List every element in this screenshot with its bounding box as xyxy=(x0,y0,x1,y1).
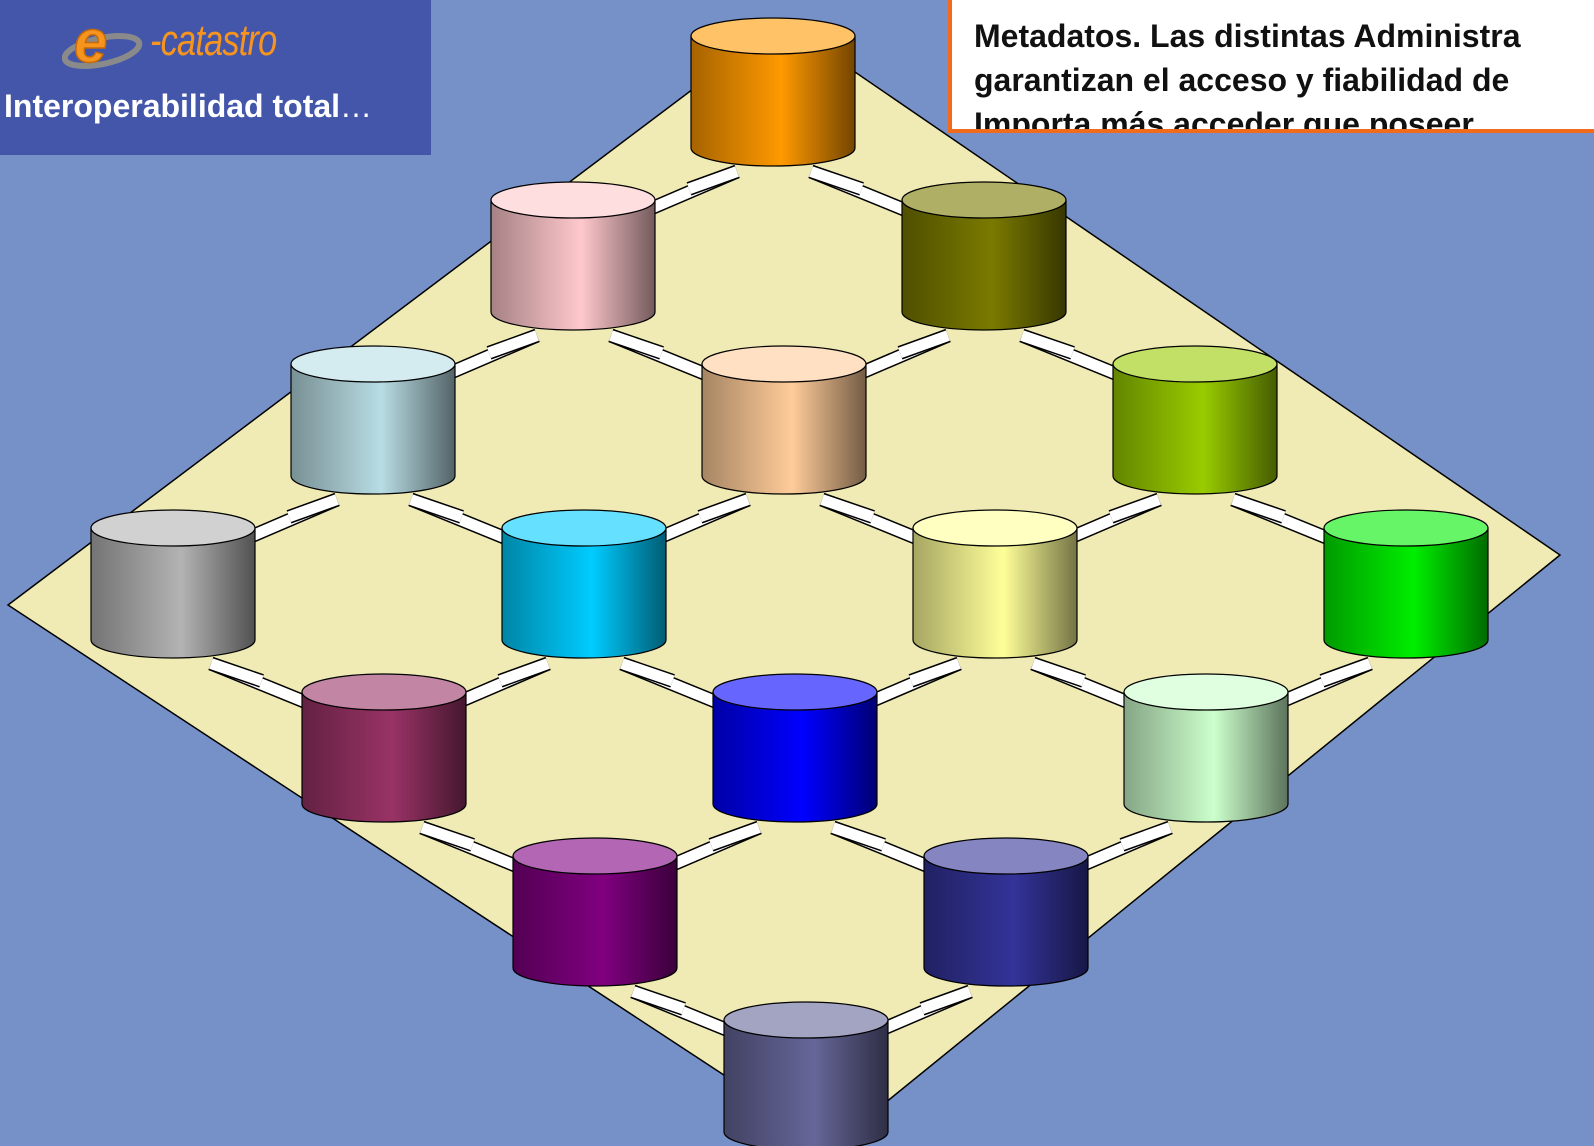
cylinder-body xyxy=(1113,364,1277,494)
cylinder-body xyxy=(491,200,655,330)
database-node xyxy=(1324,510,1488,658)
database-node xyxy=(702,346,866,494)
slogan-text: Interoperabilidad total xyxy=(4,88,340,124)
cylinder-top xyxy=(1124,674,1288,710)
cylinder-top xyxy=(91,510,255,546)
callout-line: Importa más acceder que poseer. xyxy=(974,102,1520,133)
cylinder-top xyxy=(291,346,455,382)
cylinder-body xyxy=(724,1020,888,1146)
database-node xyxy=(913,510,1077,658)
slogan: Interoperabilidad total… xyxy=(4,88,372,125)
cylinder-top xyxy=(691,18,855,54)
cylinder-body xyxy=(1124,692,1288,822)
cylinder-top xyxy=(502,510,666,546)
database-node xyxy=(691,18,855,166)
database-node xyxy=(491,182,655,330)
slogan-ellipsis: … xyxy=(340,88,372,124)
svg-text:e: e xyxy=(74,18,107,72)
cylinder-top xyxy=(302,674,466,710)
logo-panel: e -catastro Interoperabilidad total… xyxy=(0,0,431,155)
cylinder-top xyxy=(924,838,1088,874)
callout-box: Metadatos. Las distintas Administra gara… xyxy=(948,0,1594,133)
cylinder-top xyxy=(513,838,677,874)
cylinder-body xyxy=(924,856,1088,986)
cylinder-body xyxy=(902,200,1066,330)
callout-line: Metadatos. Las distintas Administra xyxy=(974,14,1520,58)
database-node xyxy=(724,1002,888,1146)
callout-line: garantizan el acceso y fiabilidad de xyxy=(974,58,1520,102)
cylinder-top xyxy=(713,674,877,710)
cylinder-top xyxy=(724,1002,888,1038)
brand-name: -catastro xyxy=(150,16,276,66)
cylinder-body xyxy=(1324,528,1488,658)
database-node xyxy=(1113,346,1277,494)
cylinder-body xyxy=(291,364,455,494)
database-node xyxy=(713,674,877,822)
database-node xyxy=(291,346,455,494)
database-node xyxy=(302,674,466,822)
cylinder-body xyxy=(913,528,1077,658)
database-node xyxy=(902,182,1066,330)
database-node xyxy=(91,510,255,658)
e-logo-icon: e xyxy=(62,18,146,72)
cylinder-top xyxy=(1113,346,1277,382)
callout-text: Metadatos. Las distintas Administra gara… xyxy=(974,14,1520,133)
database-node xyxy=(502,510,666,658)
cylinder-top xyxy=(1324,510,1488,546)
cylinder-body xyxy=(691,36,855,166)
cylinder-body xyxy=(713,692,877,822)
cylinder-top xyxy=(913,510,1077,546)
cylinder-top xyxy=(491,182,655,218)
database-node xyxy=(924,838,1088,986)
database-node xyxy=(1124,674,1288,822)
cylinder-body xyxy=(513,856,677,986)
cylinder-top xyxy=(902,182,1066,218)
cylinder-body xyxy=(91,528,255,658)
cylinder-top xyxy=(702,346,866,382)
cylinder-body xyxy=(302,692,466,822)
cylinder-body xyxy=(702,364,866,494)
cylinder-body xyxy=(502,528,666,658)
database-node xyxy=(513,838,677,986)
